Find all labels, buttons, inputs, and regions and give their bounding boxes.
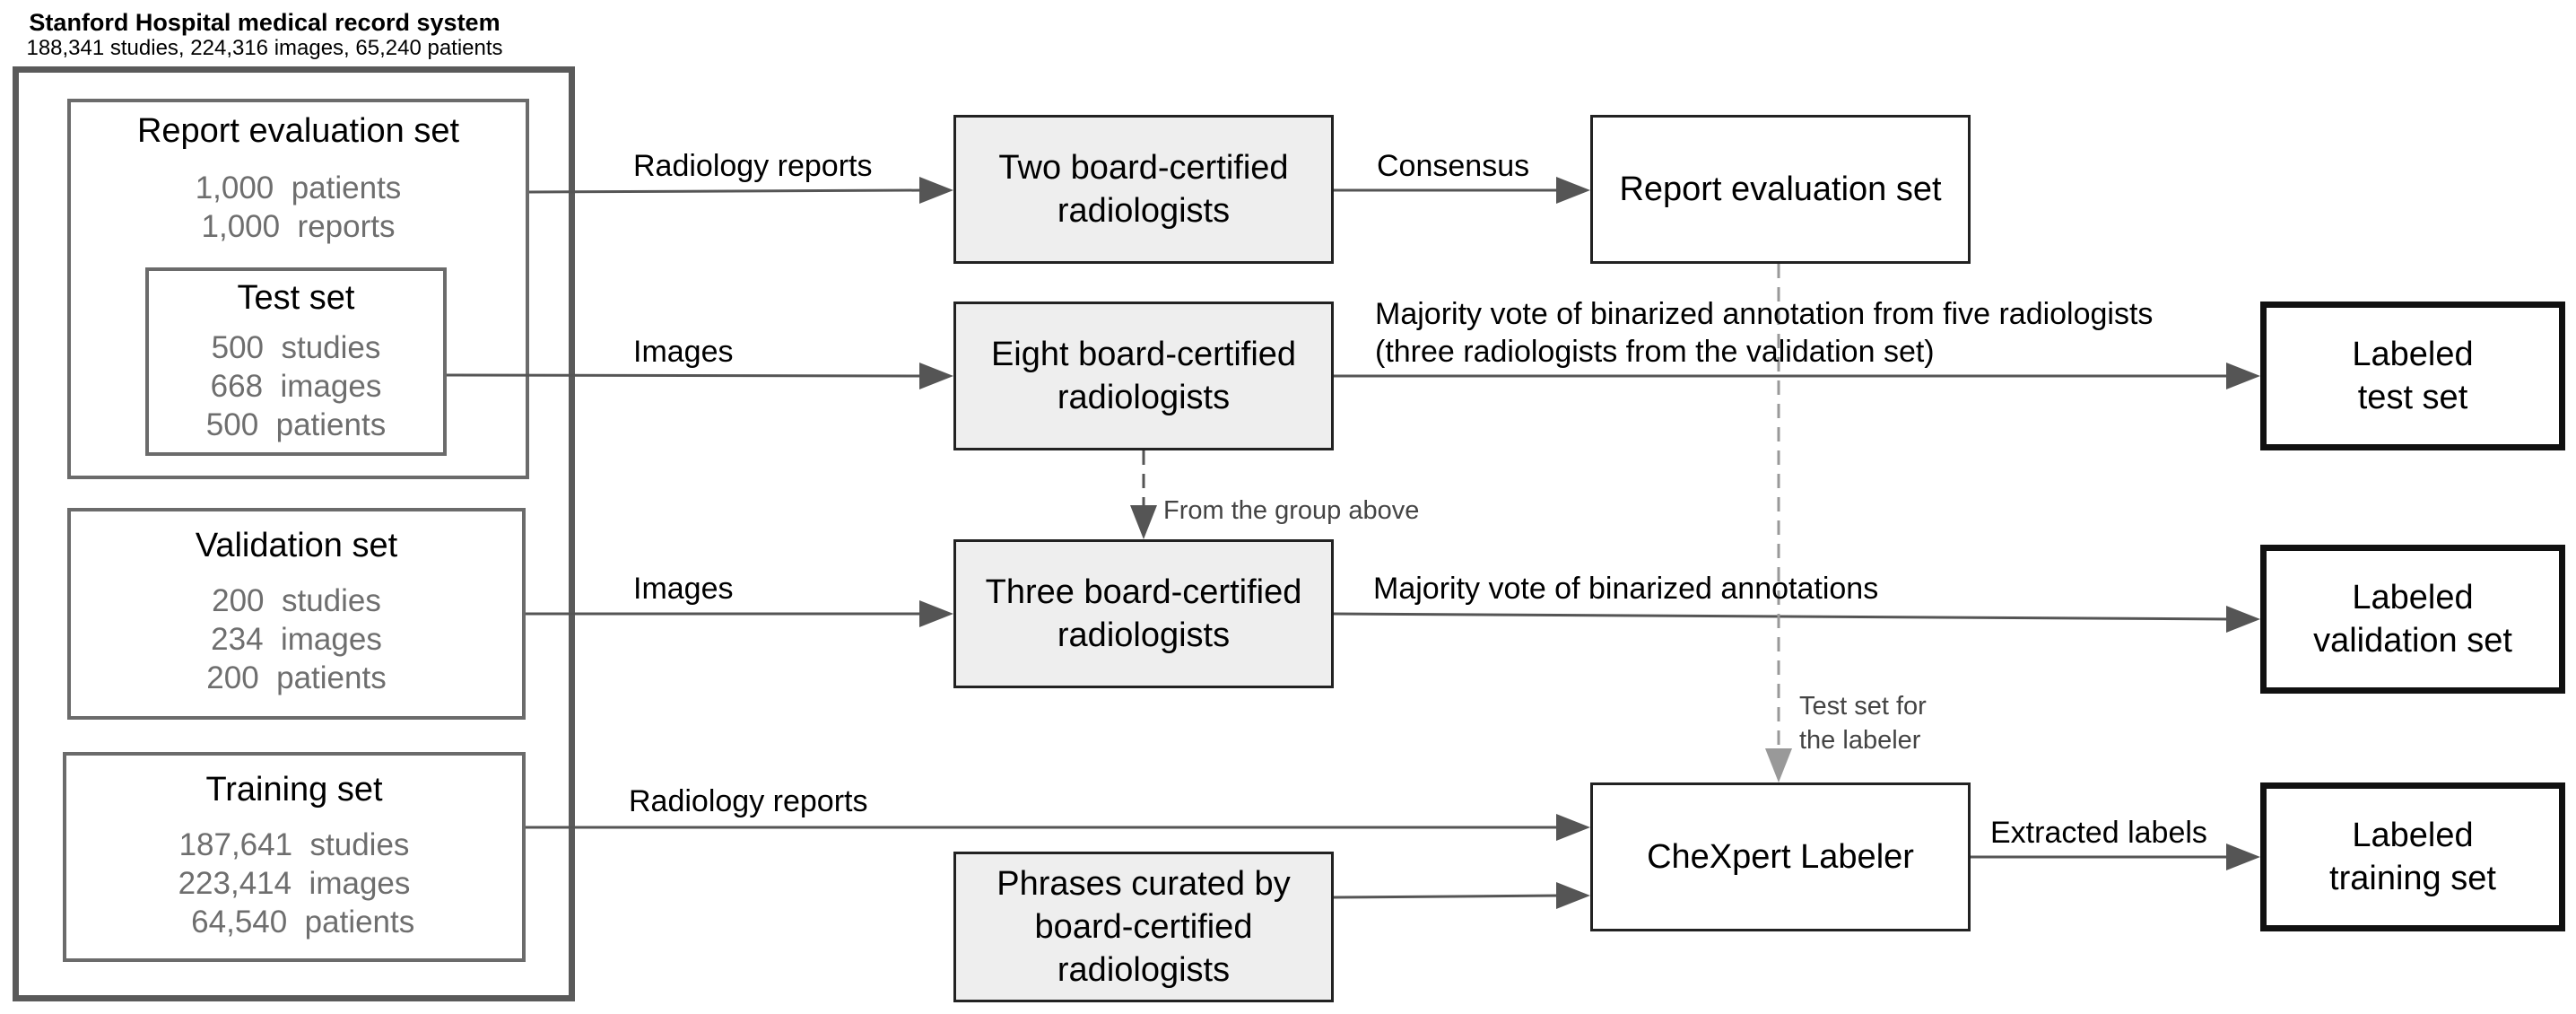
stat-line: 200 patients (206, 660, 387, 695)
box-line: radiologists (1057, 616, 1231, 654)
report-evaluation-set-box: Report evaluation set 1,000 patients 1,0… (67, 99, 529, 479)
diagram-title: Stanford Hospital medical record system (29, 9, 500, 36)
stat-line: 500 patients (205, 407, 387, 442)
box-line: Report evaluation set (1619, 170, 1942, 208)
validation-set-box: Validation set 200 studies 234 images 20… (67, 508, 526, 720)
chexpert-labeler-box: CheXpert Labeler (1590, 782, 1971, 931)
stat-line: 1,000 reports (201, 209, 396, 244)
box-line: Phrases curated by (996, 865, 1291, 903)
arrowhead (919, 177, 953, 204)
report-evaluation-set-title: Report evaluation set (136, 112, 460, 150)
test-set-box: Test set 500 studies 668 images 500 pati… (145, 267, 447, 456)
arrowhead (919, 600, 953, 627)
report-evaluation-set-stats: 1,000 patients 1,000 reports (71, 169, 526, 246)
edge-label-test-set-for-labeler: Test set for (1799, 692, 1927, 721)
arrowhead (2226, 606, 2260, 633)
edge-label-consensus: Consensus (1377, 149, 1530, 183)
training-set-box: Training set 187,641 studies 223,414 ima… (63, 752, 526, 962)
box-line: radiologists (1057, 192, 1231, 230)
arrowhead (1556, 814, 1590, 841)
edge-label-radiology-reports: Radiology reports (633, 149, 873, 183)
arrowhead (1765, 748, 1792, 782)
eight-radiologists-box: Eight board-certified radiologists (953, 302, 1334, 450)
edge-label-images-validation: Images (633, 572, 734, 606)
validation-set-stats: 200 studies 234 images 200 patients (71, 581, 522, 697)
report-evaluation-result-box: Report evaluation set (1590, 115, 1971, 264)
edge-label-majority-five-note: (three radiologists from the validation … (1375, 335, 1935, 369)
edge-label-majority-five: Majority vote of binarized annotation fr… (1375, 297, 2154, 331)
phrases-to-labeler-line (1333, 894, 1562, 899)
labeled-validation-set-box: Labeled validation set (2260, 545, 2565, 694)
diagram-subtitle: 188,341 studies, 224,316 images, 65,240 … (26, 36, 503, 60)
edge-label-majority-validation: Majority vote of binarized annotations (1373, 572, 1879, 606)
box-line: Three board-certified (985, 573, 1302, 611)
test-set-title: Test set (237, 279, 355, 317)
edge-label-images-test: Images (633, 335, 734, 369)
stat-line: 200 studies (212, 583, 381, 618)
box-line: radiologists (1057, 379, 1231, 416)
box-line: Labeled (2352, 336, 2474, 373)
test-images-line (446, 373, 925, 378)
labeled-test-set-box: Labeled test set (2260, 302, 2565, 450)
edge-label-the-labeler: the labeler (1799, 726, 1921, 755)
arrowhead (1130, 505, 1157, 539)
box-line: Labeled (2352, 579, 2474, 616)
arrowhead (1556, 882, 1590, 909)
stat-line: 187,641 studies (178, 827, 410, 862)
arrowhead (919, 363, 953, 389)
record-system-frame (13, 66, 575, 1001)
labeled-training-set-box: Labeled training set (2260, 782, 2565, 931)
stat-line: 64,540 patients (173, 905, 415, 940)
box-line: Two board-certified (998, 149, 1289, 187)
box-line: Eight board-certified (990, 336, 1297, 373)
two-radiologists-box: Two board-certified radiologists (953, 115, 1334, 264)
phrases-box: Phrases curated by board-certified radio… (953, 852, 1334, 1002)
box-line: CheXpert Labeler (1647, 838, 1914, 876)
stat-line: 1,000 patients (195, 170, 402, 205)
arrowhead (1556, 177, 1590, 204)
box-line: test set (2357, 379, 2468, 416)
three-radiologists-box: Three board-certified radiologists (953, 539, 1334, 688)
stat-line: 234 images (211, 622, 382, 657)
edge-label-radiology-reports-training: Radiology reports (629, 784, 868, 818)
edge-label-extracted-labels: Extracted labels (1990, 816, 2207, 850)
edge-label-from-group-above: From the group above (1163, 496, 1420, 525)
validation-set-title: Validation set (195, 527, 398, 564)
arrowhead (2226, 363, 2260, 389)
box-line: board-certified (1034, 908, 1253, 946)
training-set-stats: 187,641 studies 223,414 images 64,540 pa… (66, 826, 522, 941)
test-set-stats: 500 studies 668 images 500 patients (149, 328, 443, 444)
three-to-labeled-validation-line (1333, 612, 2232, 621)
training-set-title: Training set (205, 771, 383, 809)
box-line: radiologists (1057, 951, 1231, 989)
box-line: training set (2329, 860, 2496, 897)
arrowhead (2226, 844, 2260, 870)
stat-line: 668 images (210, 369, 382, 404)
box-line: validation set (2313, 622, 2512, 660)
stat-line: 223,414 images (178, 866, 411, 901)
box-line: Labeled (2352, 817, 2474, 854)
stat-line: 500 studies (211, 330, 381, 365)
reports-to-two-radiologists-line (528, 188, 925, 194)
